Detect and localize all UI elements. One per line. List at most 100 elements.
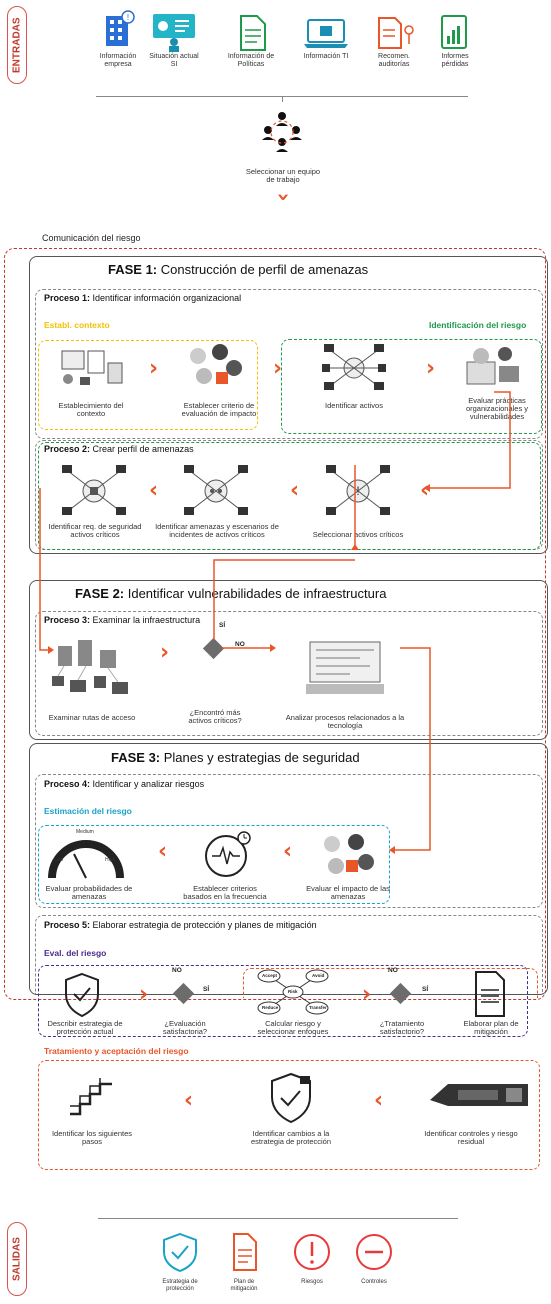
input-label: Información empresa [99, 53, 137, 68]
plan-document-icon [233, 1233, 257, 1271]
yes-label: SÍ [219, 622, 226, 629]
threat-impact-icon [324, 834, 374, 874]
left-chevron-icon: ‹ [374, 1088, 384, 1113]
output-label: Plan de mitigación [230, 1279, 258, 1292]
access-routes-icon [52, 640, 128, 694]
inputs-bracket-tick [282, 96, 283, 102]
risk-communication-label: Comunicación del riesgo [42, 233, 141, 243]
no-label: NO [235, 641, 245, 648]
risk-node: Transfer [309, 1005, 327, 1010]
step-strategy-changes: Identificar cambios a la estrategia de p… [250, 1129, 332, 1146]
audit-document-icon [378, 17, 414, 49]
controls-device-icon [430, 1084, 528, 1106]
no-label: NO [388, 967, 398, 974]
risk-node: Reduce [262, 1005, 279, 1010]
process1-title: Proceso 1: Identificar información organ… [44, 293, 242, 303]
impact-criteria-icon [190, 344, 242, 384]
right-chevron-icon: › [149, 356, 159, 381]
process4-title: Proceso 4: Identificar y analizar riesgo… [44, 779, 205, 789]
step-treatment-satisfactory: ¿Tratamiento satisfactorio? [379, 1019, 425, 1036]
step-threats: Identificar amenazas y escenarios de inc… [155, 522, 279, 539]
input-item-policies: Información de Políticas [223, 8, 279, 69]
process5-box [35, 915, 543, 994]
practices-icon [466, 347, 519, 385]
shield-check-step-icon [65, 972, 99, 1018]
risk-approach-icon [257, 969, 329, 1015]
risk-node: Risk [288, 989, 298, 994]
process4-box [35, 774, 543, 908]
frequency-icon [205, 831, 251, 877]
process3-title: Proceso 3: Examinar la infraestructura [44, 615, 201, 625]
input-item-company: ! Información empresa [96, 8, 140, 69]
input-label: Información TI [303, 53, 349, 60]
yes-label: SÍ [203, 986, 210, 993]
tech-processes-icon [306, 641, 384, 694]
phase1-title: FASE 1: Construcción de perfil de amenaz… [108, 262, 369, 277]
context-icon [61, 350, 123, 385]
treatment-lower-frame [38, 1060, 540, 1170]
phase3-title: FASE 3: Planes y estrategias de segurida… [111, 750, 360, 765]
gauge-high: High [105, 857, 116, 863]
step-next-steps: Identificar los siguientes pasos [51, 1129, 133, 1146]
input-item-losses: Informes pérdidas [432, 8, 478, 69]
step-tech-processes: Analizar procesos relacionados a la tecn… [285, 713, 405, 730]
step-practices: Evaluar prácticas organizacionales y vul… [465, 396, 529, 421]
step-threat-impact: Evaluar el impacto de las amenazas [306, 884, 390, 901]
report-chart-icon [441, 15, 467, 49]
output-item-plan: Plan de mitigación [222, 1232, 266, 1293]
input-label: Informes pérdidas [441, 53, 469, 68]
laptop-icon [304, 19, 348, 48]
step-critical-assets: Seleccionar activos críticos [312, 530, 404, 539]
shield-change-icon [271, 1072, 311, 1124]
output-label: Controles [361, 1279, 387, 1285]
left-chevron-icon: ‹ [184, 1088, 194, 1113]
estimation-label: Estimación del riesgo [44, 806, 132, 816]
process1-box [35, 289, 543, 439]
estimation-frame [38, 825, 390, 904]
step-access-routes: Examinar rutas de acceso [48, 713, 136, 722]
stairs-icon [70, 1078, 112, 1116]
process3-box [35, 611, 543, 736]
gauge-low: Low [54, 857, 64, 863]
right-chevron-icon: › [139, 982, 149, 1007]
output-label: Estrategia de protección [162, 1279, 198, 1292]
input-label: Información de Políticas [227, 53, 275, 68]
step-frequency: Establecer criterios basados en la frecu… [183, 884, 267, 901]
eval-frame [38, 965, 528, 1037]
right-chevron-icon: › [273, 356, 283, 381]
risk-id-frame [281, 339, 542, 434]
no-label: NO [172, 967, 182, 974]
gauge-medium: Medium [76, 829, 94, 835]
risk-communication-frame [4, 248, 546, 1000]
left-chevron-icon: ‹ [149, 478, 159, 503]
mitigation-plan-icon [475, 971, 505, 1017]
left-chevron-icon: ‹ [290, 478, 300, 503]
gauge-icon [48, 840, 124, 879]
threats-icon [184, 465, 248, 515]
team-step-label: Seleccionar un equipo de trabajo [245, 167, 321, 184]
process5-title: Proceso 5: Elaborar estrategia de protec… [44, 920, 317, 930]
alert-circle-icon [294, 1234, 330, 1270]
input-item-audits: Recomen. auditorías [369, 8, 419, 69]
left-chevron-icon: ‹ [420, 478, 430, 503]
outputs-side-label: SALIDAS [7, 1222, 27, 1296]
step-identify-assets: Identificar activos [325, 401, 383, 410]
step-more-assets: ¿Encontró más activos críticos? [188, 708, 242, 725]
team-icon [262, 112, 302, 152]
treatment-row-label: Tratamiento y aceptación del riesgo [44, 1046, 189, 1056]
svg-text:!: ! [127, 13, 129, 22]
right-chevron-icon: › [362, 982, 372, 1007]
right-chevron-icon: › [160, 640, 170, 665]
treatment-frame [243, 968, 538, 998]
context-label: Establ. contexto [44, 320, 110, 330]
left-chevron-icon: ‹ [158, 839, 168, 864]
left-chevron-icon: ‹ [283, 839, 293, 864]
phase1-box [29, 256, 548, 554]
output-label: Riesgos [301, 1279, 323, 1285]
minus-circle-icon [356, 1234, 392, 1270]
step-impact-criteria: Establecer criterio de evaluación de imp… [181, 401, 257, 418]
step-current-strategy: Describir estrategia de protección actua… [47, 1019, 123, 1036]
right-chevron-icon: › [426, 356, 436, 381]
critical-assets-icon: ! [326, 465, 390, 515]
